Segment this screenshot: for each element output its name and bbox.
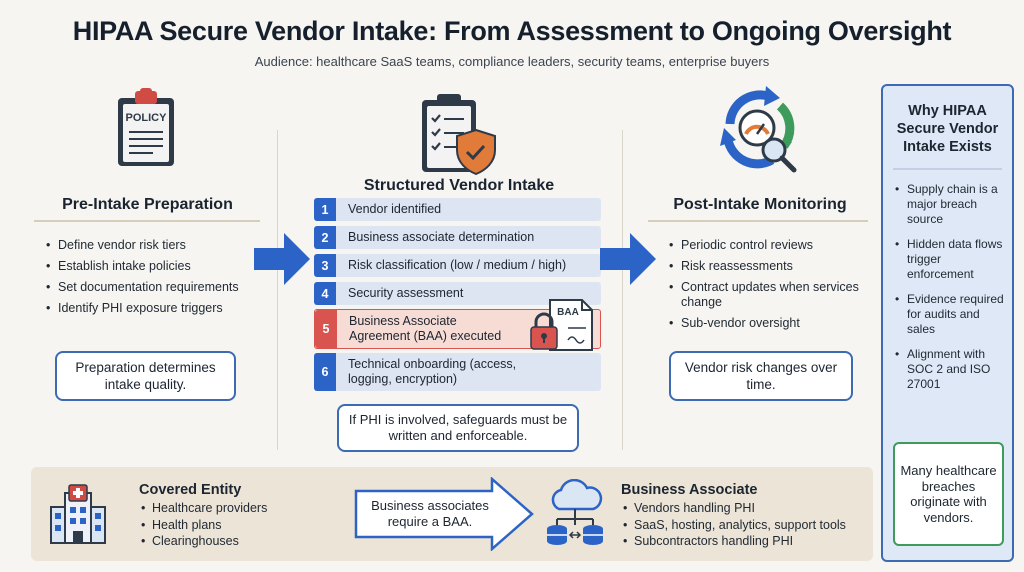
step-number: 6: [314, 353, 336, 391]
baa-document-lock-icon: BAA: [528, 298, 596, 352]
list-item: SaaS, hosting, analytics, support tools: [621, 517, 866, 534]
business-associate-list: Vendors handling PHI SaaS, hosting, anal…: [621, 500, 866, 550]
monitoring-cycle-icon: [710, 84, 806, 176]
step-label: Vendor identified: [348, 202, 442, 216]
why-sidebar: Why HIPAA Secure Vendor Intake Exists Su…: [881, 84, 1014, 562]
hospital-icon: [47, 483, 109, 545]
intake-step: 4 Security assessment: [314, 282, 601, 305]
heading-rule: [648, 220, 868, 222]
sidebar-heading: Why HIPAA Secure Vendor Intake Exists: [896, 103, 999, 155]
step-number: 1: [314, 198, 336, 221]
list-item: Define vendor risk tiers: [44, 238, 269, 253]
post-intake-heading: Post-Intake Monitoring: [673, 196, 847, 213]
list-item: Periodic control reviews: [667, 238, 867, 253]
arrow-right-icon: [254, 233, 310, 285]
baa-icon-label: BAA: [557, 307, 579, 318]
intake-step: 2 Business associate determination: [314, 226, 601, 249]
post-intake-callout: Vendor risk changes over time.: [669, 351, 853, 401]
arrow-right-icon: [600, 233, 656, 285]
large-arrow-icon: [354, 476, 534, 552]
step-label: Technical onboarding (access, logging, e…: [348, 357, 517, 386]
page-subtitle: Audience: healthcare SaaS teams, complia…: [254, 54, 770, 69]
intake-step: 6 Technical onboarding (access, logging,…: [314, 353, 601, 391]
step-label: Business associate determination: [348, 230, 535, 244]
list-item: Identify PHI exposure triggers: [44, 301, 269, 316]
pre-intake-heading: Pre-Intake Preparation: [62, 196, 233, 213]
sidebar-rule: [893, 168, 1002, 170]
covered-entity-heading: Covered Entity: [139, 482, 242, 498]
cloud-database-icon: [543, 478, 607, 547]
step-number: 5: [315, 310, 337, 348]
step-label: Business Associate Agreement (BAA) execu…: [349, 314, 502, 343]
list-item: Subcontractors handling PHI: [621, 533, 866, 550]
business-associate-heading: Business Associate: [621, 482, 758, 498]
intake-step: 1 Vendor identified: [314, 198, 601, 221]
intake-callout: If PHI is involved, safeguards must be w…: [337, 404, 579, 452]
intake-step: 3 Risk classification (low / medium / hi…: [314, 254, 601, 277]
column-divider: [622, 130, 623, 450]
list-item: Risk reassessments: [667, 259, 867, 274]
list-item: Healthcare providers: [139, 500, 339, 517]
heading-rule: [34, 220, 260, 222]
policy-icon-label: POLICY: [126, 112, 168, 124]
step-number: 2: [314, 226, 336, 249]
pre-intake-list: Define vendor risk tiers Establish intak…: [44, 238, 269, 322]
list-item: Establish intake policies: [44, 259, 269, 274]
checklist-shield-icon: [420, 92, 498, 176]
sidebar-list: Supply chain is a major breach source Hi…: [893, 182, 1011, 402]
step-label: Risk classification (low / medium / high…: [348, 258, 567, 272]
step-number: 3: [314, 254, 336, 277]
list-item: Health plans: [139, 517, 339, 534]
list-item: Set documentation requirements: [44, 280, 269, 295]
policy-clipboard-icon: POLICY: [113, 88, 179, 170]
sidebar-highlight: Many healthcare breaches originate with …: [893, 442, 1004, 546]
covered-entity-list: Healthcare providers Health plans Cleari…: [139, 500, 339, 550]
post-intake-list: Periodic control reviews Risk reassessme…: [667, 238, 867, 337]
list-item: Vendors handling PHI: [621, 500, 866, 517]
step-label: Security assessment: [348, 286, 464, 300]
roles-band: Covered Entity Healthcare providers Heal…: [31, 467, 873, 561]
list-item: Contract updates when services change: [667, 280, 867, 310]
list-item: Evidence required for audits and sales: [893, 292, 1011, 337]
step-number: 4: [314, 282, 336, 305]
list-item: Hidden data flows trigger enforcement: [893, 237, 1011, 282]
pre-intake-callout: Preparation determines intake quality.: [55, 351, 236, 401]
intake-heading: Structured Vendor Intake: [363, 177, 555, 194]
column-divider: [277, 130, 278, 450]
baa-requirement-text: Business associates require a BAA.: [371, 498, 489, 529]
list-item: Alignment with SOC 2 and ISO 27001: [893, 347, 1011, 392]
list-item: Clearinghouses: [139, 533, 339, 550]
list-item: Supply chain is a major breach source: [893, 182, 1011, 227]
list-item: Sub-vendor oversight: [667, 316, 867, 331]
page-title: HIPAA Secure Vendor Intake: From Assessm…: [72, 16, 952, 46]
